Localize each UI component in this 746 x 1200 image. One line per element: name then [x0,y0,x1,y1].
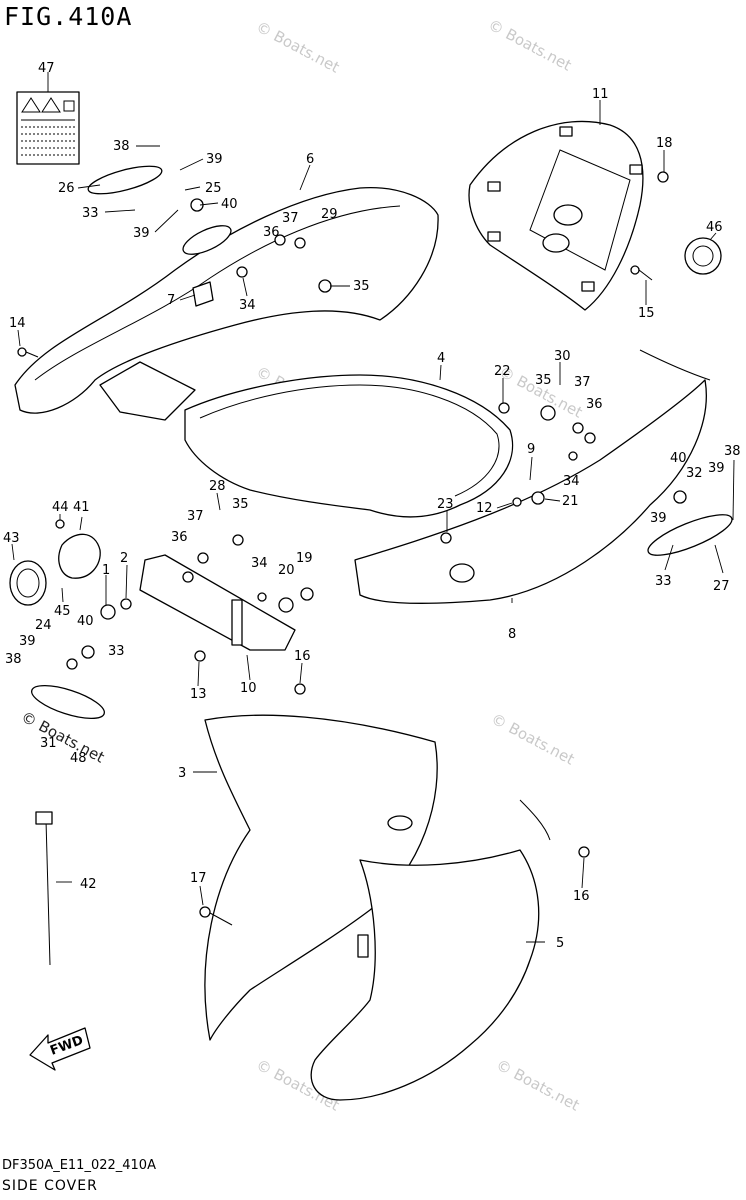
part-label-sticker [16,91,80,165]
callout: 23 [437,497,454,512]
callout: 9 [527,442,535,457]
callout: 35 [535,373,552,388]
callout: 12 [476,501,493,516]
callout: 11 [592,87,609,102]
callout: 14 [9,316,26,331]
callout: 20 [278,563,295,578]
callout: 8 [508,627,516,642]
callout: 40 [670,451,687,466]
figure-description: SIDE COVER [2,1178,98,1194]
part-handle [31,165,733,720]
callout: 17 [190,871,207,886]
part-lower-front-cover [204,714,438,1041]
callout: 34 [563,474,580,489]
callout: 16 [573,889,590,904]
callout: 37 [282,211,299,226]
callout: 24 [35,618,52,633]
part-cable-tie [35,811,53,966]
leader-lines [11,72,735,943]
callout: 40 [221,197,238,212]
callout: 45 [54,604,71,619]
callout: 48 [70,751,87,766]
figure-code: DF350A_E11_022_410A [2,1158,156,1173]
callout: 29 [321,207,338,222]
callout: 41 [73,500,90,515]
part-lower-rear-cover [310,799,551,1101]
callout: 33 [82,206,99,221]
callout: 13 [190,687,207,702]
callout: 35 [232,497,249,512]
callout: 34 [251,556,268,571]
callout: 5 [556,936,564,951]
callout: 36 [171,530,188,545]
callout: 30 [554,349,571,364]
callout: 37 [574,375,591,390]
callout: 7 [167,293,175,308]
callout: 42 [80,877,97,892]
callout: 36 [263,225,280,240]
callout: 43 [3,531,20,546]
callout: 39 [650,511,667,526]
callout: 47 [38,61,55,76]
callout: 34 [239,298,256,313]
callout: 38 [5,652,22,667]
callout: 46 [706,220,723,235]
callout: 35 [353,279,370,294]
callout: 15 [638,306,655,321]
callout: 10 [240,681,257,696]
callout: 16 [294,649,311,664]
callout: 1 [102,563,110,578]
callout-labels: 47 38 39 26 25 33 40 39 6 37 36 29 7 34 … [3,61,741,951]
callout: 27 [713,579,730,594]
callout: 38 [113,139,130,154]
callout: 33 [108,644,125,659]
callout: 40 [77,614,94,629]
watermark: © Boats.net [485,16,574,75]
callout: 3 [178,766,186,781]
callout: 39 [19,634,36,649]
callout: 38 [724,444,741,459]
callout: 39 [206,152,223,167]
callout: 28 [209,479,226,494]
callout: 6 [306,152,314,167]
callout: 32 [686,466,703,481]
callout: 39 [133,226,150,241]
callout: 4 [437,351,445,366]
fwd-arrow-icon: FWD [29,1027,91,1071]
part-top-cover [468,120,644,311]
callout: 19 [296,551,313,566]
watermark: © Boats.net [493,1056,582,1115]
callout: 36 [586,397,603,412]
callout: 26 [58,181,75,196]
part-grommet [9,237,722,606]
callout: 44 [52,500,69,515]
callout: 21 [562,494,579,509]
part-bracket [139,554,296,651]
callout: 31 [40,736,57,751]
figure-title: FIG.410A [4,2,133,31]
part-upper-side-cover [14,186,439,421]
callout: 2 [120,551,128,566]
watermark: © Boats.net [488,710,577,769]
callout: 25 [205,181,222,196]
callout: 18 [656,136,673,151]
part-seal [184,374,514,518]
part-hardware [17,171,687,926]
callout: 33 [655,574,672,589]
callout: 39 [708,461,725,476]
callout: 37 [187,509,204,524]
part-lower-side-cover [354,349,711,604]
watermark: © Boats.net [253,18,342,77]
callout: 22 [494,364,511,379]
